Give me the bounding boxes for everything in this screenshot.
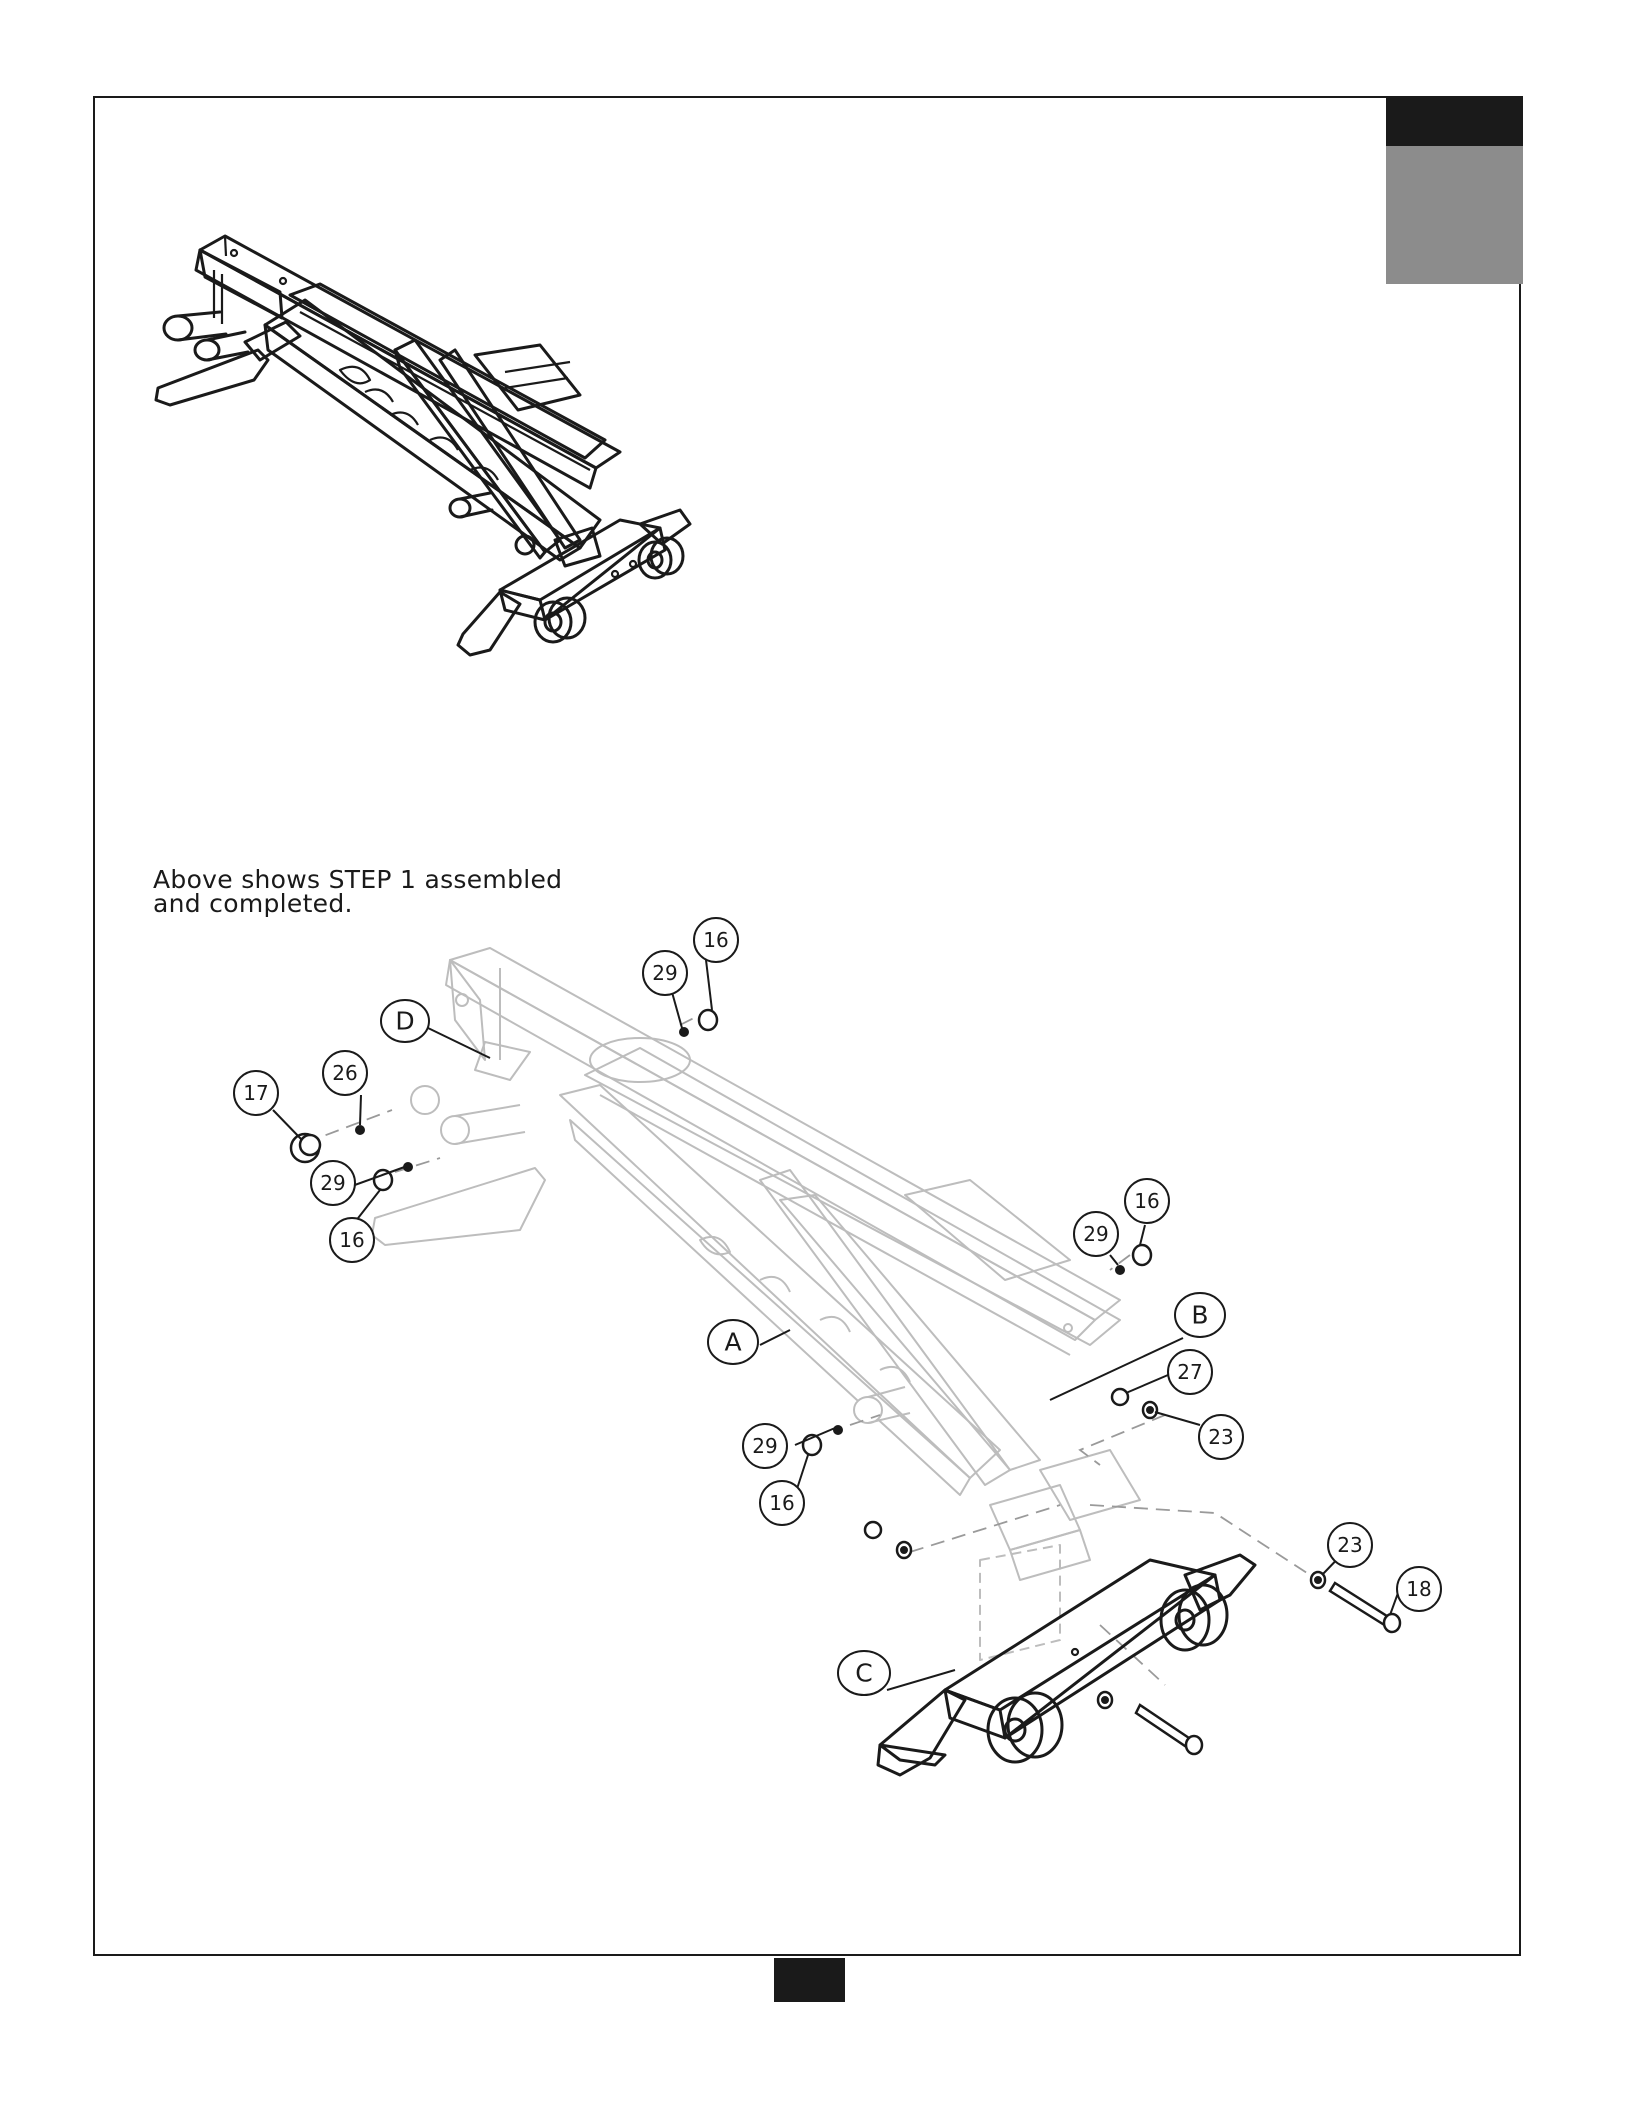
callout-29-right-text: 29 (1083, 1222, 1108, 1246)
callout-29-bottom: 29 (743, 1424, 787, 1468)
callout-27-text: 27 (1177, 1360, 1202, 1384)
callout-23-right: 23 (1328, 1523, 1372, 1567)
callout-26: 26 (323, 1051, 367, 1095)
part-label-a-text: A (724, 1328, 741, 1357)
callout-18: 18 (1397, 1567, 1441, 1611)
callout-23-mid: 23 (1199, 1415, 1243, 1459)
callout-29-bottom-text: 29 (752, 1434, 777, 1458)
exploded-assembly-illustration: D A B C 16 29 17 26 (234, 918, 1441, 1775)
part-label-c-text: C (855, 1659, 872, 1688)
callout-16-top-text: 16 (703, 928, 728, 952)
callout-27: 27 (1168, 1350, 1212, 1394)
part-label-a: A (708, 1320, 758, 1364)
callout-29-right: 29 (1074, 1212, 1118, 1256)
callout-16-bottom-text: 16 (769, 1491, 794, 1515)
callout-16-right-text: 16 (1134, 1189, 1159, 1213)
callout-18-text: 18 (1406, 1577, 1431, 1601)
callout-16-right: 16 (1125, 1179, 1169, 1223)
part-label-d: D (381, 1000, 429, 1042)
callout-16-bottom: 16 (760, 1481, 804, 1525)
callout-29-left: 29 (311, 1161, 355, 1205)
part-label-d-text: D (395, 1007, 414, 1036)
callout-29-top: 29 (643, 951, 687, 995)
callout-29-left-text: 29 (320, 1171, 345, 1195)
part-label-c: C (838, 1651, 890, 1695)
callout-17: 17 (234, 1071, 278, 1115)
callout-17-text: 17 (243, 1081, 268, 1105)
callout-16-top: 16 (694, 918, 738, 962)
callout-16-left-text: 16 (339, 1228, 364, 1252)
assembled-bench-illustration (156, 236, 690, 655)
callout-23-right-text: 23 (1337, 1533, 1362, 1557)
callout-23-mid-text: 23 (1208, 1425, 1233, 1449)
part-label-b-text: B (1191, 1301, 1208, 1330)
callout-29-top-text: 29 (652, 961, 677, 985)
part-label-b: B (1175, 1293, 1225, 1337)
callout-26-text: 26 (332, 1061, 357, 1085)
callout-16-left: 16 (330, 1218, 374, 1262)
